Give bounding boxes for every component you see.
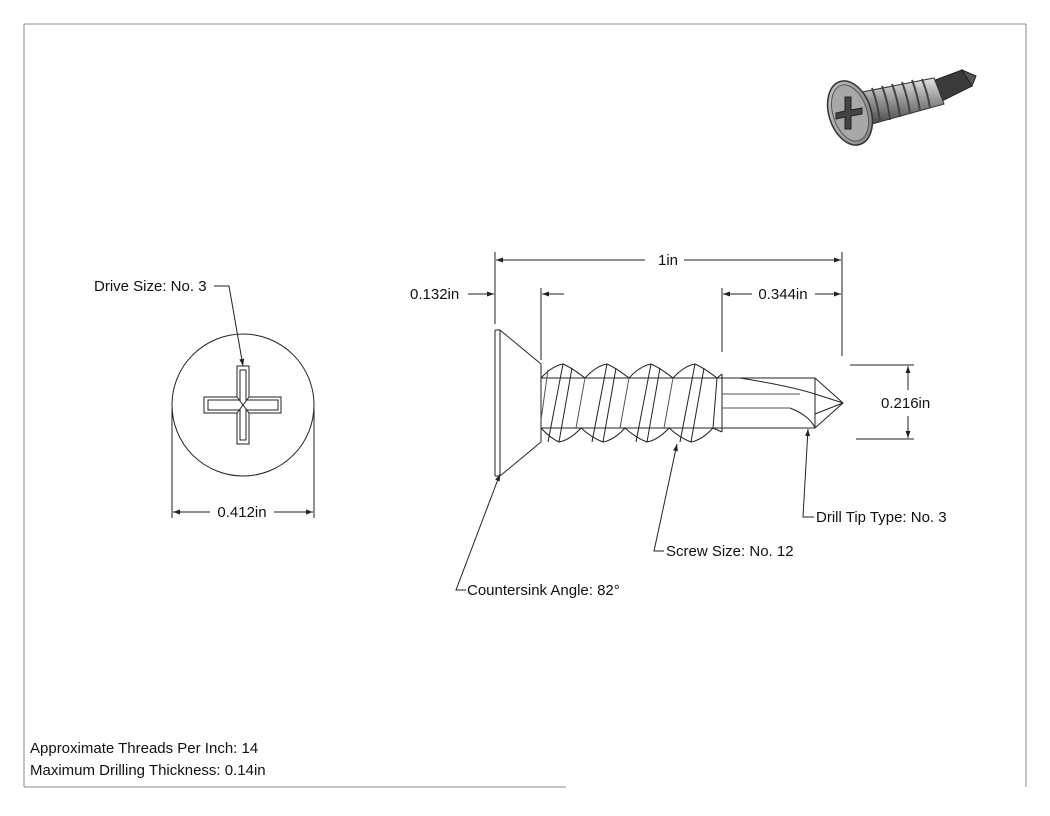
screw-size-leader: [653, 443, 678, 552]
drill-length-label: 0.344in: [758, 286, 807, 303]
drill-tip-type-label: Drill Tip Type: No. 3: [816, 509, 947, 526]
screw-side-view: [494, 329, 844, 477]
isometric-screw-image: [826, 68, 977, 146]
max-drilling-thickness-note: Maximum Drilling Thickness: 0.14in: [30, 762, 266, 779]
head-height-label: 0.132in: [410, 286, 459, 303]
head-height-dimension: [468, 288, 564, 360]
drive-size-label: Drive Size: No. 3: [94, 278, 207, 295]
screw-size-label: Screw Size: No. 12: [666, 543, 794, 560]
head-diameter-dimension: [171, 408, 315, 518]
overall-length-dimension: [494, 252, 843, 356]
threads-per-inch-note: Approximate Threads Per Inch: 14: [30, 740, 259, 757]
drill-length-dimension: [721, 288, 841, 352]
thread-diameter-dimension: [850, 364, 914, 440]
drill-tip-leader: [802, 428, 814, 518]
thread-diameter-label: 0.216in: [881, 395, 930, 412]
sheet-border: [23, 23, 1027, 788]
countersink-leader: [455, 473, 501, 591]
head-diameter-label: 0.412in: [217, 504, 266, 521]
head-top-view: [171, 333, 315, 477]
drive-size-leader: [214, 285, 245, 367]
countersink-angle-label: Countersink Angle: 82°: [467, 582, 620, 599]
overall-length-label: 1in: [658, 252, 678, 269]
